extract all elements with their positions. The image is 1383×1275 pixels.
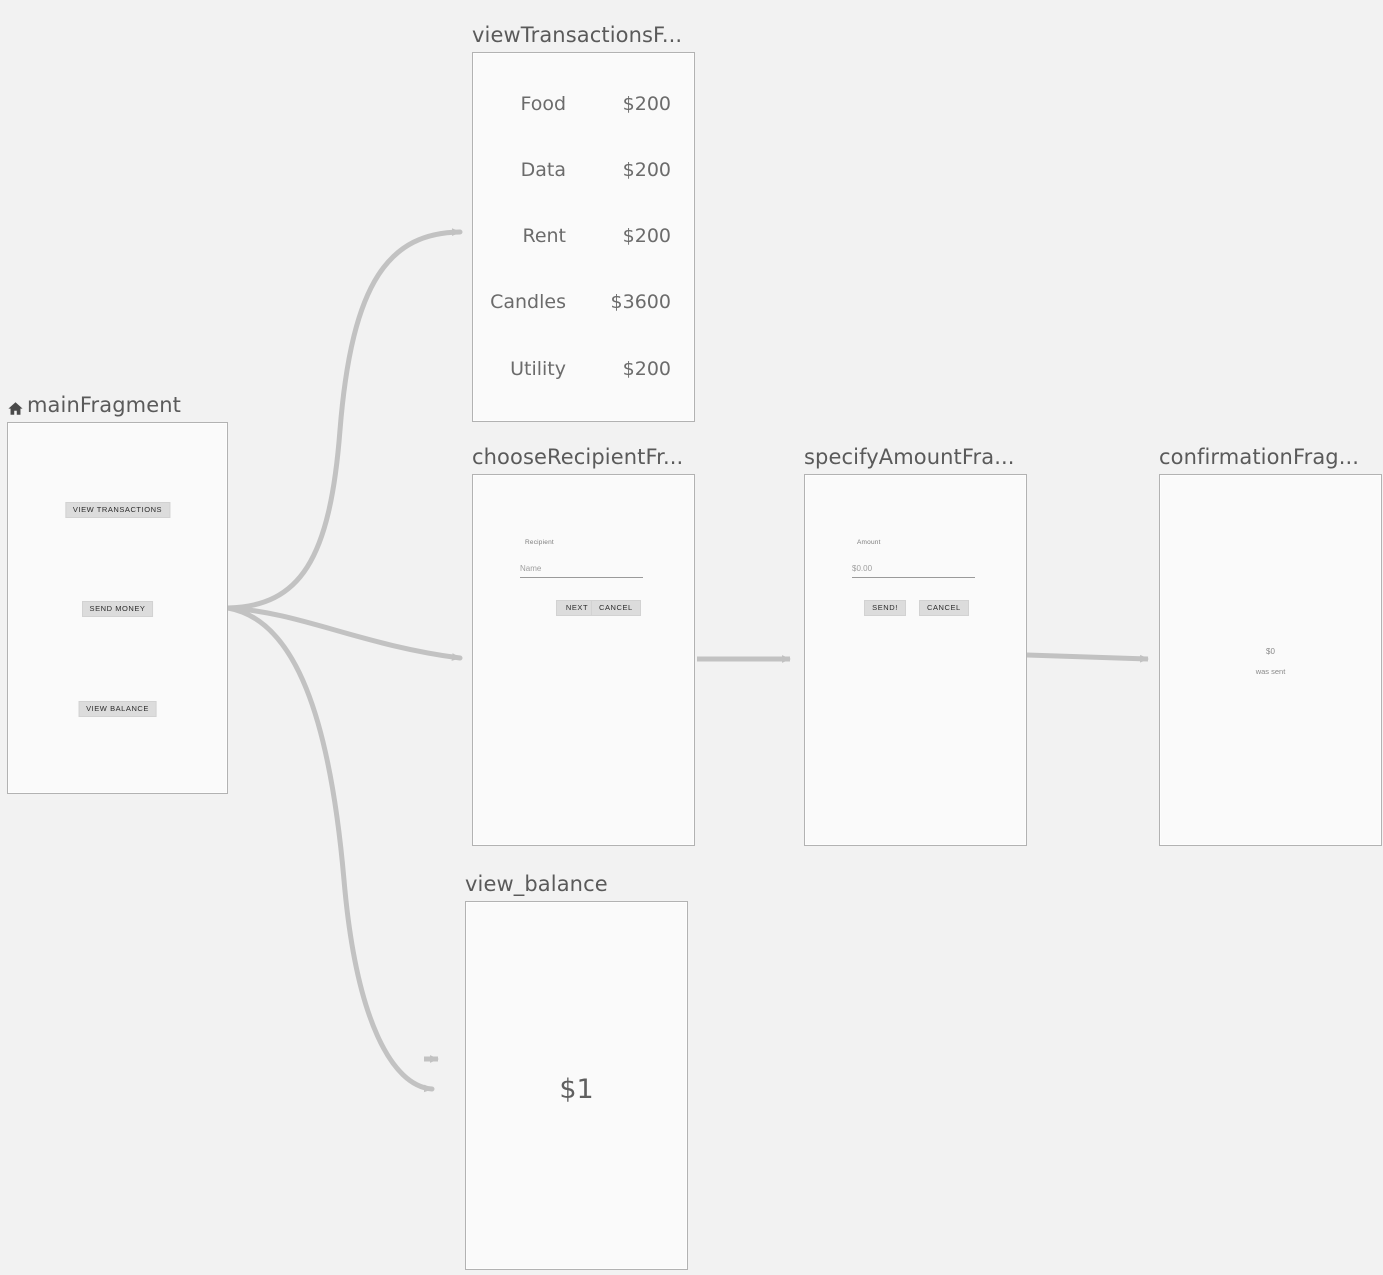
destination-card[interactable]: $1 [465,901,688,1270]
destination-title-text: confirmationFrag... [1159,445,1360,469]
confirmation-message: was sent [1255,667,1286,676]
destination-title-view-balance: view_balance [465,872,608,901]
destination-card[interactable]: VIEW TRANSACTIONS SEND MONEY VIEW BALANC… [7,422,228,794]
recipient-name-input[interactable]: Name [520,564,643,578]
view-balance-button[interactable]: VIEW BALANCE [78,701,157,717]
destination-title-text: chooseRecipientFr... [472,445,684,469]
table-row: Food $200 [473,93,694,119]
destination-title-mainfragment: mainFragment [7,393,181,422]
recipient-field-label: Recipient [525,539,554,546]
destination-chooserecipientfragment[interactable]: chooseRecipientFr... Recipient Name NEXT… [472,445,695,846]
amount-input[interactable]: $0.00 [852,564,975,578]
destination-title-text: specifyAmountFra... [804,445,1015,469]
transaction-category: Rent [522,225,566,247]
next-button[interactable]: NEXT [556,600,598,616]
destination-title-text: view_balance [465,872,608,896]
connector-main-to-view-balance [225,605,435,1093]
connector-main-to-choose-recipient [225,605,463,661]
transaction-amount: $200 [622,358,671,380]
destination-viewtransactionsfragment[interactable]: viewTransactionsF... Food $200 Data $200… [472,23,695,422]
destination-title-chooserecipientfragment: chooseRecipientFr... [472,445,683,474]
send-money-button[interactable]: SEND MONEY [81,601,154,617]
table-row: Utility $200 [473,358,694,384]
home-icon [7,398,24,415]
confirmation-amount: $0 [1266,647,1275,656]
destination-card[interactable]: Recipient Name NEXT CANCEL [472,474,695,846]
destination-title-text: mainFragment [27,393,181,417]
send-button[interactable]: SEND! [864,600,906,616]
view-transactions-button[interactable]: VIEW TRANSACTIONS [64,502,171,518]
destination-title-confirmationfragment: confirmationFrag... [1159,445,1359,474]
connector-main-to-transactions [225,228,463,611]
transaction-amount: $200 [622,225,671,247]
transaction-amount: $3600 [610,291,671,313]
recipient-name-placeholder: Name [520,564,542,573]
destination-specifyamountfragment[interactable]: specifyAmountFra... Amount $0.00 SEND! C… [804,445,1027,846]
balance-amount: $1 [559,1074,594,1105]
cancel-button[interactable]: CANCEL [919,600,969,616]
amount-placeholder: $0.00 [852,564,873,573]
transaction-category: Data [520,159,566,181]
destination-title-text: viewTransactionsF... [472,23,683,47]
transaction-category: Food [520,93,566,115]
destination-card[interactable]: Amount $0.00 SEND! CANCEL [804,474,1027,846]
destination-title-viewtransactionsfragment: viewTransactionsF... [472,23,682,52]
transaction-amount: $200 [622,159,671,181]
destination-title-specifyamountfragment: specifyAmountFra... [804,445,1015,474]
destination-view-balance[interactable]: view_balance $1 [465,872,688,1270]
destination-card[interactable]: Food $200 Data $200 Rent $200 Candles $3… [472,52,695,422]
transaction-category: Utility [510,358,566,380]
transaction-category: Candles [490,291,566,313]
table-row: Rent $200 [473,225,694,251]
table-row: Candles $3600 [473,291,694,317]
destination-mainfragment[interactable]: mainFragment VIEW TRANSACTIONS SEND MONE… [7,393,228,794]
destination-card[interactable]: $0 was sent [1159,474,1382,846]
amount-field-label: Amount [857,539,881,546]
destination-confirmationfragment[interactable]: confirmationFrag... $0 was sent [1159,445,1382,846]
table-row: Data $200 [473,159,694,185]
cancel-button[interactable]: CANCEL [591,600,641,616]
connector-specify-amount-to-confirmation [1026,652,1149,663]
transaction-amount: $200 [622,93,671,115]
